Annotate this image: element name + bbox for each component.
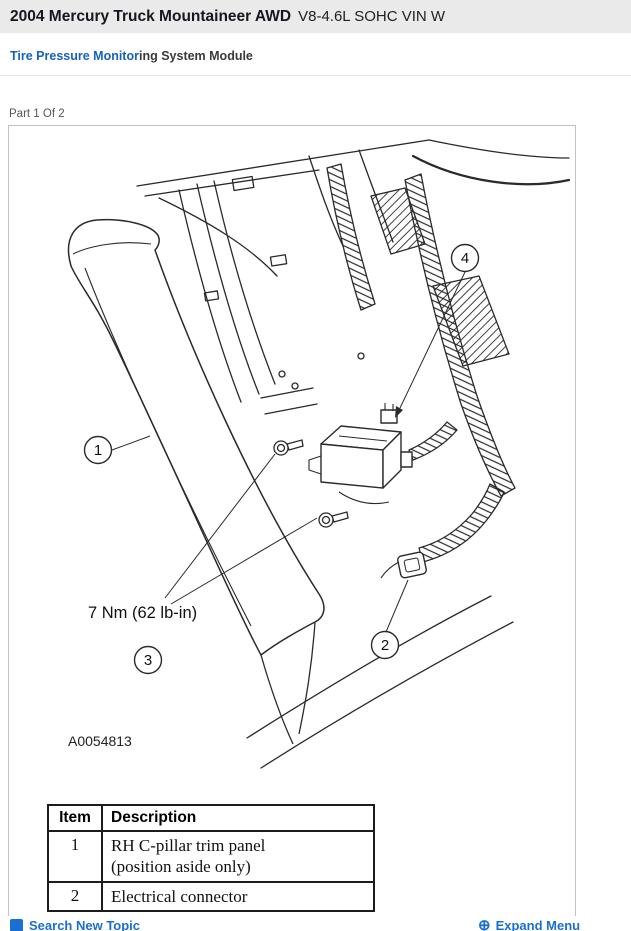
item-number: 1 bbox=[47, 830, 103, 883]
footer-bar: Search New Topic ⊕ Expand Menu bbox=[0, 916, 631, 931]
item-description: RH C-pillar trim panel (position aside o… bbox=[101, 830, 375, 883]
diagram-figure: 1 2 3 4 7 Nm (62 lb-in) A0054813 Item De… bbox=[8, 125, 576, 931]
screw-upper bbox=[273, 439, 304, 456]
electrical-connector bbox=[380, 551, 427, 579]
expand-menu-label[interactable]: Expand Menu bbox=[495, 918, 581, 931]
vehicle-title: 2004 Mercury Truck Mountaineer AWD bbox=[10, 7, 292, 25]
item-description: Electrical connector bbox=[101, 880, 375, 912]
callout-1-circle bbox=[83, 435, 113, 465]
table-header-row: Item Description bbox=[47, 804, 375, 832]
lower-body-lines bbox=[246, 595, 514, 769]
tpms-module bbox=[308, 403, 413, 505]
item-number: 2 bbox=[47, 880, 103, 912]
callouts: 1 2 3 4 bbox=[83, 243, 480, 675]
vehicle-subtitle: V8-4.6L SOHC VIN W bbox=[298, 8, 446, 25]
callout-3-circle bbox=[133, 645, 163, 675]
part-label: Part 1 Of 2 bbox=[9, 108, 65, 120]
c-pillar-trim-panel bbox=[67, 218, 325, 745]
callout-2-label: 2 bbox=[381, 637, 389, 654]
table-row: 1 RH C-pillar trim panel (position aside… bbox=[47, 830, 375, 883]
search-new-topic-link[interactable]: Search New Topic bbox=[10, 918, 140, 931]
leader-lines bbox=[111, 271, 466, 633]
parts-table: Item Description 1 RH C-pillar trim pane… bbox=[47, 804, 375, 912]
new-topic-icon bbox=[10, 919, 23, 931]
callout-4-circle bbox=[450, 243, 480, 273]
callout-3-label: 3 bbox=[144, 652, 152, 669]
circle-plus-icon: ⊕ bbox=[478, 917, 491, 931]
divider bbox=[0, 75, 631, 76]
page-header: 2004 Mercury Truck Mountaineer AWD V8-4.… bbox=[0, 0, 631, 33]
diagram-line-art: 1 2 3 4 7 Nm (62 lb-in) A0054813 bbox=[67, 139, 571, 769]
callout-1-label: 1 bbox=[94, 442, 102, 459]
breadcrumb: Tire Pressure Monitoring System Module bbox=[10, 49, 253, 63]
body-structure bbox=[136, 139, 571, 415]
callout-2-circle bbox=[370, 630, 400, 660]
torque-label: 7 Nm (62 lb-in) bbox=[88, 604, 197, 622]
expand-menu-link[interactable]: ⊕ Expand Menu bbox=[478, 918, 580, 931]
topic-link-suffix: ing System Module bbox=[138, 49, 253, 63]
wiring-harness bbox=[326, 163, 516, 563]
topic-link[interactable]: Tire Pressure Monitor bbox=[10, 49, 139, 63]
screw-lower bbox=[318, 511, 349, 528]
table-header-description: Description bbox=[101, 804, 375, 832]
search-new-topic-label[interactable]: Search New Topic bbox=[29, 918, 141, 931]
table-header-item: Item bbox=[47, 804, 103, 832]
callout-4-label: 4 bbox=[461, 250, 469, 267]
figure-code: A0054813 bbox=[68, 733, 132, 749]
table-row: 2 Electrical connector bbox=[47, 880, 375, 912]
